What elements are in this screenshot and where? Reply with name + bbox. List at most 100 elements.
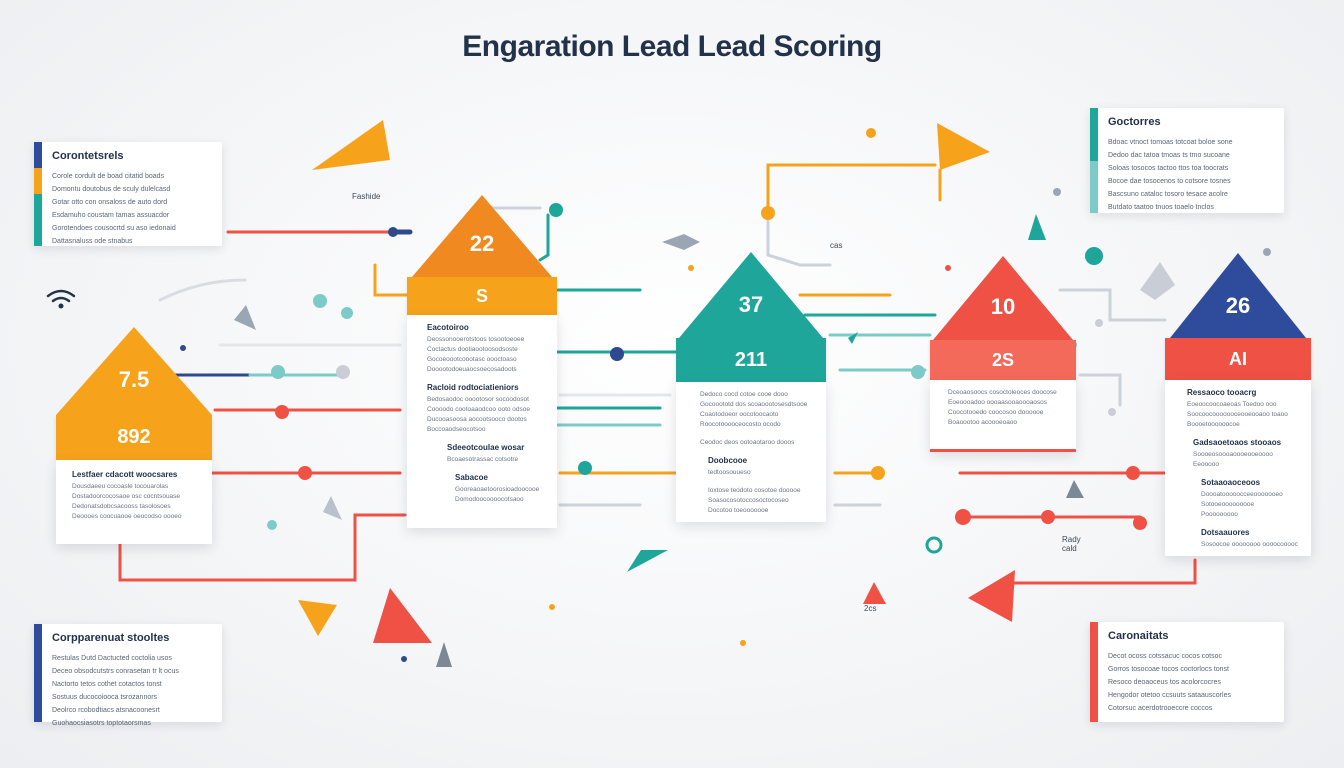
section-line: Coctactus dootiaootoosodsoste [427,346,518,353]
section-line: Soasocosotoccosoctocoseo [708,497,789,504]
stage-4-triangle-value: 10 [990,294,1016,319]
stage-3-triangle [679,252,823,338]
card-line: Hengodor otetoo ccsuuts sataauscorles [1108,692,1231,699]
stage-3-card: Dedoco cocd cotoe cooe dooo Gocooototd d… [676,382,826,522]
stage-2-triangle-value: 22 [469,231,495,256]
info-card-bottom-right: Caronaitats Decot ocoss cotssacuc cocos … [1090,622,1284,722]
info-card-bottom-left: Corpparenuat stooltes Restulas Dutd Dact… [34,624,222,727]
card-line: Deceo obsodcutstrs conrasetan tr lt ocus [52,668,179,675]
section-heading: Lestfaer cdacott woocsares [72,470,178,479]
card-line: Dattasnaluss ode stnabus [52,238,133,245]
section-line: Soooeosoooaoooeooeoooo [1193,451,1273,458]
card-section: Gadsaoetoaos stooaos Soooeosoooaoooeooeo… [1187,438,1301,470]
stage-5-band-value: AI [1165,338,1311,380]
stage-5-triangle-value: 26 [1225,293,1251,318]
bottom-right-label: 2cs [864,604,877,613]
section-line: Gooreaoaetoorosioadoocooe [455,486,540,493]
card-title: Corpparenuat stooltes [52,632,170,644]
section-line: Sotooeooooooooe [1201,501,1255,508]
card-line: Corole cordult de boad citatid boads [52,173,165,180]
section-line: Domodoocoooocotsaoo [455,496,524,503]
section-line: Ceodoc deos ootoaotaroo dooos [700,439,795,446]
section-line: Dousdaeeu cocoasle tocouarolas [72,483,169,490]
section-heading: Sabacoe [455,473,488,482]
card-accent-bar [34,624,42,722]
section-line: Soocoocooooooceooeooaoo toaoo [1187,411,1288,418]
card-line: Gotar otto con onsaloss de auto dord [52,199,168,206]
section-heading: Racloid rodtociatieniors [427,383,519,392]
card-line: Domontu doutobus de sculy dulelcasd [52,186,171,193]
section-line: Bcoaesotrassac cotsotre [447,456,519,463]
section-line: Ioxtose teodoto cosotoe dooooe [708,487,801,494]
stage-2-band-value: S [407,277,557,315]
card-line: Restulas Dutd Dactucted coctolia usos [52,655,172,662]
card-line: Bdoac vtnoct tomoas totcoat boloe sone [1108,139,1233,146]
section-line: Deossonooerotstoos tosootoeoee [427,336,525,343]
card-title: Caronaitats [1108,630,1169,642]
card-title: Goctorres [1108,116,1161,128]
card-section: Ressaoco tooacrg Eoeoocoocoaeoas Toedoo … [1187,388,1301,430]
card-section: Sabacoe Gooreaoaetoorosioadoocooe Domodo… [427,473,547,505]
section-line: Coooodo cootoaaodcoo ooto odsoe [427,406,531,413]
card-line: Gorros tosocoae tocos coctorlocs tonst [1108,666,1229,673]
card-line: Bascsuno cataloc tosoro tesace acolre [1108,191,1228,198]
card-line: Dedoo dac tatoa tmoas ts tmo sucoane [1108,152,1230,159]
stage-4: 10 2S Dceoaosoocs cosoctoleoces doocose … [930,256,1076,452]
stage-2: 22 S Eacotoiroo Deossonooerotstoos tosoo… [407,195,557,528]
stage-1-triangle [56,327,212,415]
card-section: Sotaaoaoceoos Doooatooooocceeooooooeo So… [1187,478,1301,520]
stage-5-triangle [1170,253,1306,338]
section-line: Docotoo toeooooooe [708,507,769,514]
stage-1-band-value: 892 [56,415,212,460]
card-line: Butdato taatoo tnuos toaelo tnclos [1108,204,1214,211]
stage-5: 26 AI Ressaoco tooacrg Eoeoocoocoaeoas T… [1165,253,1311,556]
section-line: Coocotooedo coocosoo doooooe [948,409,1044,416]
stage-3: 37 211 Dedoco cocd cotoe cooe dooo Gocoo… [676,252,826,522]
card-line: Soloas tosocos tactoo ttos toa toocrats [1108,165,1229,172]
bottom-center-label: Rady cald [1062,535,1081,553]
section-line: Deoooes coocuaooe oeocodso oooeo [72,513,182,520]
section-line: Boaoootoo acoooeoaoo [948,419,1018,426]
card-section: Dceoaosoocs cosoctoleoces doocose Eoeooo… [948,388,1066,428]
section-line: Eeooooo [1193,461,1220,468]
section-heading: Sotaaoaoceoos [1201,478,1261,487]
stage-3-band-value: 211 [676,338,826,382]
card-accent-bar [1090,108,1098,213]
section-line: Eoeoooadoo oooaasooaoooaosos [948,399,1048,406]
card-section: Dedoco cocd cotoe cooe dooo Gocooototd d… [700,390,816,430]
card-section: Ceodoc deos ootoaotaroo dooos [700,438,816,448]
card-line: Bocoe dae tosocenos to cotsore tosnes [1108,178,1231,185]
section-line: Dedoco cocd cotoe cooe dooo [700,391,788,398]
section-heading: Sdeeotcoulae wosar [447,443,525,452]
info-card-top-right: Goctorres Bdoac vtnoct tomoas totcoat bo… [1090,108,1284,213]
section-line: Doooatooooocceeooooooeo [1201,491,1283,498]
card-section: Sdeeotcoulae wosar Bcoaesotrassac cotsot… [427,443,547,465]
cab-label: cas [830,241,843,250]
section-line: Coaotodoeor oocotoocaoto [700,411,779,418]
section-line: Bedosaodoc ooootosor socoodosot [427,396,529,403]
section-line: tedtoosouueso [708,469,751,476]
stage-1-card: Lestfaer cdacott woocsares Dousdaeeu coc… [56,460,212,544]
stage-1: 7.5 892 Lestfaer cdacott woocsares Dousd… [56,327,212,544]
section-line: Boooetoooooocoe [1187,421,1240,428]
section-line: Roocotooooceocosto ocodo [700,421,781,428]
stage-1-triangle-value: 7.5 [118,367,150,392]
stage-2-card: Eacotoiroo Deossonooerotstoos tosootoeoe… [407,315,557,528]
section-line: Eoeoocoocoaeoas Toedoo ooo [1187,401,1277,408]
section-line: Pooooooooo [1201,511,1238,518]
section-heading: Ressaoco tooacrg [1187,388,1257,397]
fashion-label: Fashide [352,192,381,201]
info-card-top-left: Corontetsrels Corole cordult de boad cit… [34,142,222,246]
stage-4-card: Dceoaosoocs cosoctoleoces doocose Eoeooo… [930,380,1076,452]
section-line: Boccoaodseocotsoo [427,426,486,433]
section-line: Ducooasoosa aocootsooco dootos [427,416,527,423]
card-section: Doobcooe tedtoosouueso [700,456,816,478]
section-heading: Eacotoiroo [427,323,469,332]
stage-5-card: Ressaoco tooacrg Eoeoocoocoaeoas Toedoo … [1165,380,1311,556]
card-section: Dotsaauores Sosoocoe oooooooo oooocooooc [1187,528,1301,550]
card-title: Corontetsrels [52,150,124,162]
section-heading: Dotsaauores [1201,528,1250,537]
card-section: Racloid rodtociatieniors Bedosaodoc oooo… [427,383,547,435]
card-line: Resoco deoaoceus tos acolorcocres [1108,679,1221,686]
stage-4-triangle [933,256,1073,340]
